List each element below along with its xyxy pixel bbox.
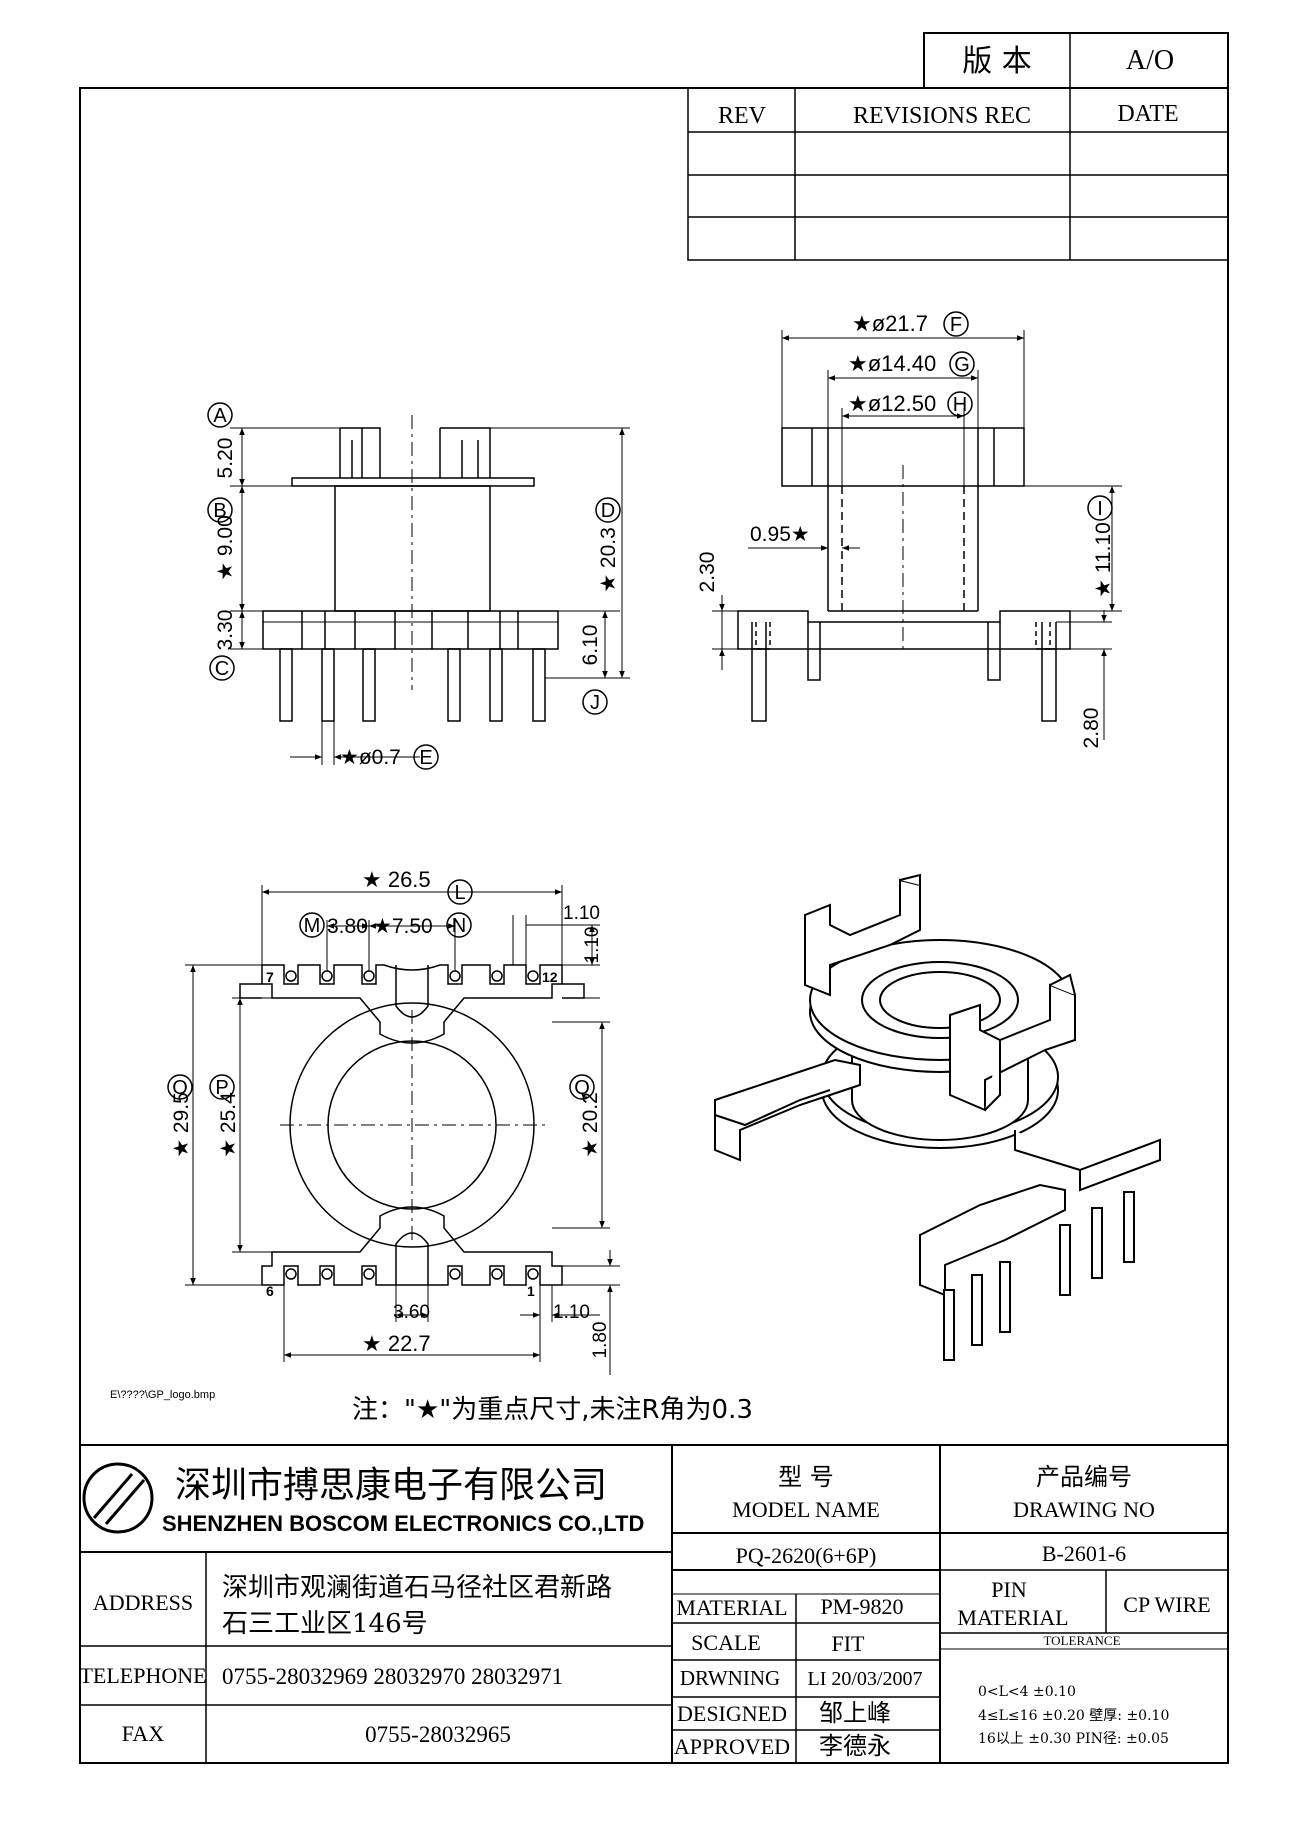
dim-top-h: 1.10 [582, 927, 603, 964]
fax-label: FAX [122, 1721, 164, 1746]
dim-d: ★ 20.3 [597, 527, 620, 593]
tolerance-line-2: 4≤L≤16 ±0.20 壁厚: ±0.10 [978, 1708, 1169, 1724]
model-label-en: MODEL NAME [732, 1497, 880, 1522]
dim-n: ★7.50 [373, 915, 433, 938]
label-b: B [213, 500, 226, 522]
pin-number-6: 6 [266, 1283, 274, 1299]
label-f: F [950, 314, 962, 336]
dim-base: ★ 22.7 [362, 1331, 431, 1356]
dim-c: 3.30 [214, 610, 237, 651]
pin-number-7: 7 [266, 969, 274, 985]
label-e: E [419, 747, 432, 769]
fax-value: 0755-28032965 [365, 1722, 511, 1747]
label-q: Q [574, 1077, 590, 1099]
scale-label: SCALE [691, 1630, 761, 1655]
tolerance-line-1: 0<L<4 ±0.10 [978, 1684, 1076, 1700]
label-h: H [953, 394, 967, 416]
end-view [712, 311, 1122, 740]
telephone-value: 0755-28032969 28032970 28032971 [222, 1664, 563, 1689]
pin-material-value: CP WIRE [1123, 1592, 1210, 1617]
model-label-cn: 型 号 [778, 1463, 834, 1491]
material-label: MATERIAL [676, 1595, 787, 1620]
pin-material-label-2: MATERIAL [957, 1605, 1068, 1630]
dim-b: ★ 9.00 [214, 515, 237, 581]
side-view-text: A B C D E J 5.20 ★ 9.00 3.30 ★ 20.3 6.10… [213, 405, 620, 769]
date-header: DATE [1117, 101, 1178, 127]
label-a: A [213, 405, 227, 427]
approved-value: 李德永 [819, 1732, 891, 1760]
drawing-by-value: LI 20/03/2007 [808, 1668, 923, 1690]
material-value: PM-9820 [820, 1594, 903, 1619]
label-o: O [172, 1077, 188, 1099]
dim-wall: 0.95★ [750, 523, 810, 546]
pin-number-1: 1 [527, 1283, 535, 1299]
note-text: 注："★"为重点尺寸,未注R角为0.3 [352, 1395, 753, 1425]
logo-path-text: E\????\GP_logo.bmp [110, 1389, 215, 1401]
version-box: 版 本 A/O [923, 32, 1229, 89]
company-logo [82, 1462, 154, 1534]
dim-pin: 2.80 [1080, 708, 1103, 749]
top-view [167, 879, 620, 1375]
model-value: PQ-2620(6+6P) [736, 1543, 877, 1568]
drawing-by-label: DRWNING [680, 1666, 780, 1690]
title-block-text: 深圳市搏思康电子有限公司 SHENZHEN BOSCOM ELECTRONICS… [79, 1463, 1210, 1760]
label-n: N [452, 915, 466, 937]
dim-a: 5.20 [214, 438, 237, 479]
side-view [207, 402, 630, 770]
dim-j: 6.10 [579, 625, 602, 666]
tolerance-line-3: 16以上 ±0.30 PIN径: ±0.05 [978, 1731, 1169, 1747]
dim-top-w: 1.10 [563, 903, 600, 924]
dim-g: ★ø14.40 [848, 351, 936, 376]
dim-flange: 2.30 [696, 552, 719, 593]
isometric-view [714, 873, 1161, 1361]
dim-bot-w: 1.10 [553, 1302, 590, 1323]
version-value: A/O [1126, 45, 1174, 76]
dim-i: ★ 11.10 [1092, 522, 1115, 598]
designed-value: 邹上峰 [819, 1699, 891, 1727]
version-label: 版 本 [962, 44, 1032, 79]
rev-header: REV [718, 103, 767, 129]
title-block [80, 1444, 1228, 1763]
company-name-cn: 深圳市搏思康电子有限公司 [175, 1465, 607, 1506]
telephone-label: TELEPHONE [79, 1663, 206, 1688]
dim-p: ★ 25.4 [217, 1092, 240, 1158]
dim-m: 3.80 [327, 915, 368, 938]
label-l: L [454, 882, 465, 904]
dim-bot-h: 1.80 [590, 1322, 611, 1359]
dim-o: ★ 29.5 [170, 1092, 193, 1158]
company-name-en: SHENZHEN BOSCOM ELECTRONICS CO.,LTD [162, 1511, 644, 1536]
dim-h: ★ø12.50 [848, 391, 936, 416]
pin-number-12: 12 [542, 969, 558, 985]
top-view-text: L M N O P Q 7 12 6 1 ★ 26.5 3.80 ★7.50 1… [170, 867, 611, 1358]
dim-l: ★ 26.5 [362, 867, 431, 892]
label-d: D [601, 500, 615, 522]
scale-value: FIT [832, 1631, 866, 1656]
revisions-rec-header: REVISIONS REC [853, 103, 1031, 129]
drawing-label-cn: 产品编号 [1036, 1463, 1132, 1491]
dim-bot-slot: 3.60 [393, 1302, 430, 1323]
end-view-text: F G H I ★ø21.7 ★ø14.40 ★ø12.50 ★ 11.10 0… [696, 311, 1115, 748]
label-c: C [215, 658, 229, 680]
drawing-label-en: DRAWING NO [1013, 1497, 1155, 1522]
drawing-value: B-2601-6 [1042, 1541, 1126, 1566]
pin-material-label-1: PIN [991, 1577, 1027, 1602]
label-i: I [1097, 498, 1103, 520]
address-label: ADDRESS [93, 1590, 193, 1615]
dim-f: ★ø21.7 [852, 311, 928, 336]
address-line2: 石三工业区146号 [222, 1609, 428, 1639]
dim-q: ★ 20.2 [579, 1092, 602, 1158]
label-j: J [590, 692, 600, 714]
sheet-border [79, 87, 1229, 1764]
revision-table: REV REVISIONS REC DATE [687, 87, 1229, 261]
label-p: P [215, 1077, 228, 1099]
tolerance-label: TOLERANCE [1043, 1633, 1120, 1648]
label-g: G [954, 354, 970, 376]
address-line1: 深圳市观澜街道石马径社区君新路 [222, 1573, 612, 1603]
designed-label: DESIGNED [677, 1701, 787, 1726]
label-m: M [304, 915, 321, 937]
dim-e: ★ø0.7 [340, 746, 401, 769]
approved-label: APPROVED [674, 1734, 790, 1759]
